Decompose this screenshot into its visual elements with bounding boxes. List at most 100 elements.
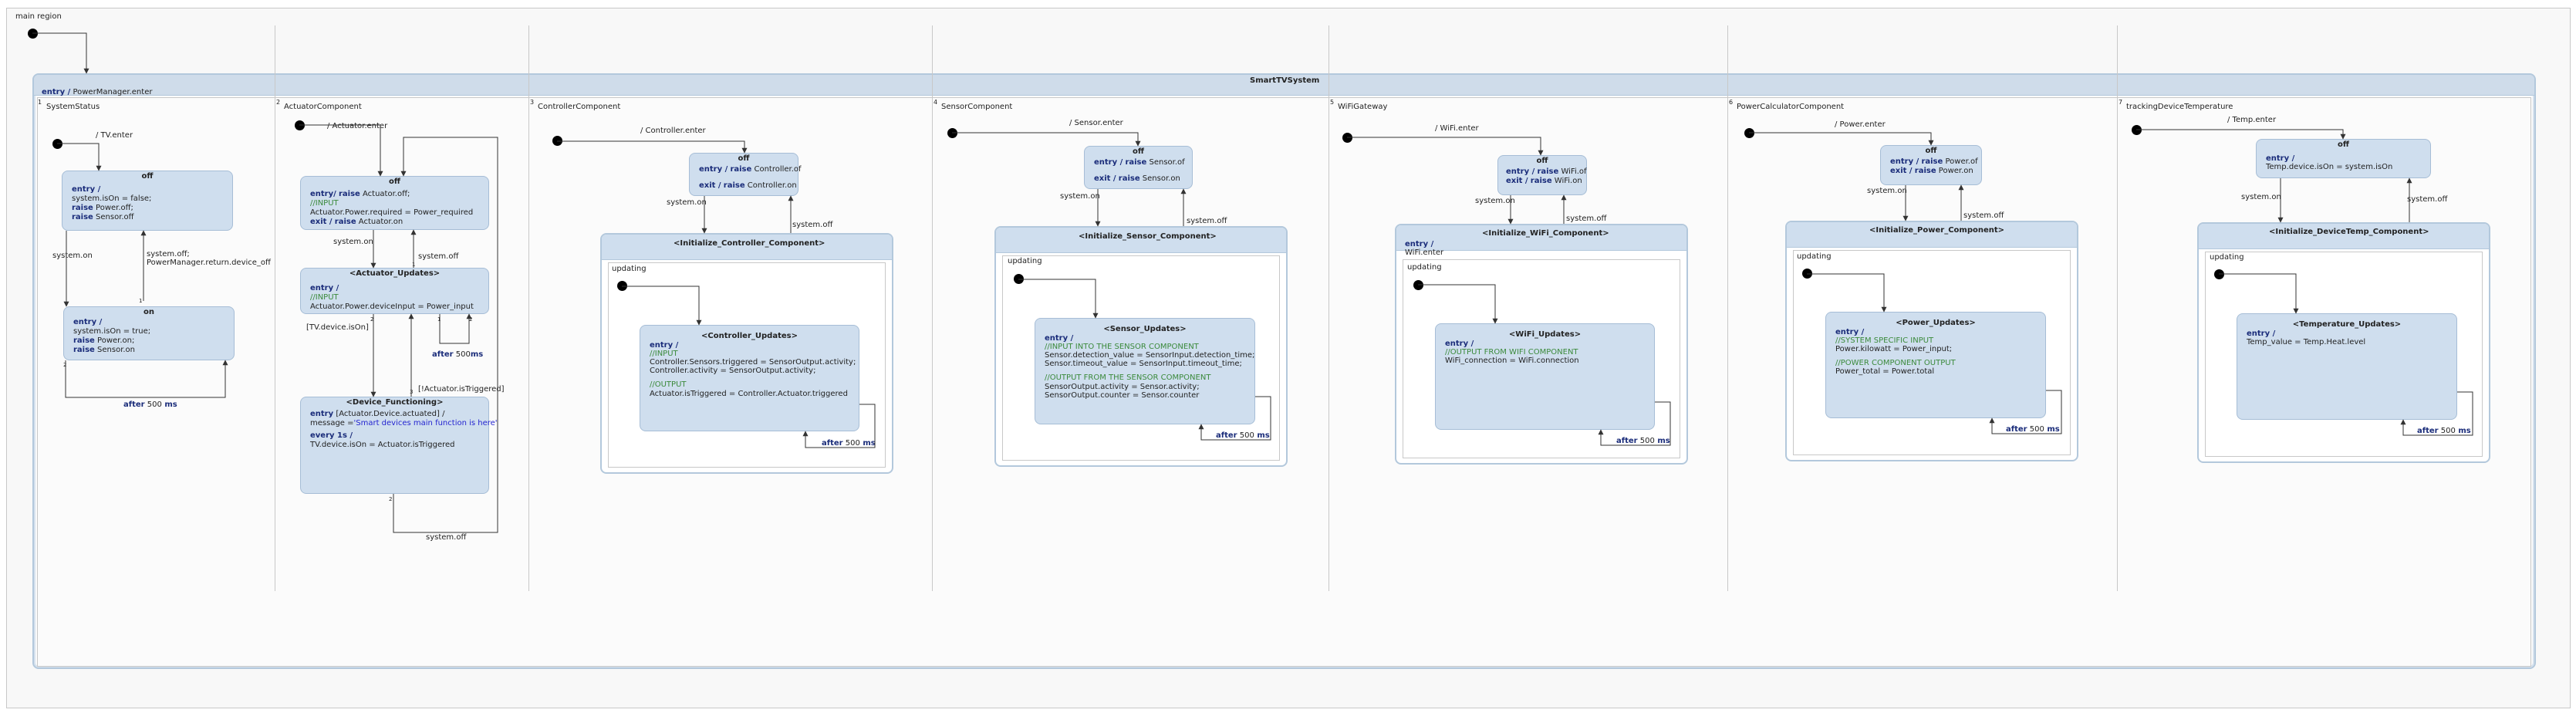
state-sensor-off[interactable]: off entry / raise Sensor.of exit / raise…	[1084, 146, 1193, 189]
edge-main-init	[32, 32, 89, 74]
state-sensor-updates[interactable]: <Sensor_Updates> entry / //INPUT INTO TH…	[1035, 318, 1255, 424]
region-name-updating: updating	[2210, 253, 2244, 262]
comment-line: //OUTPUT FROM WIFI COMPONENT	[1445, 348, 1578, 356]
exit-keyword: exit /	[699, 181, 721, 190]
transition-priority: 1	[437, 316, 441, 323]
state-title: <Temperature_Updates>	[2292, 320, 2402, 329]
state-title: <Sensor_Updates>	[1103, 325, 1187, 333]
raise-keyword: raise	[730, 165, 752, 174]
raise-keyword: raise	[72, 213, 93, 221]
composite-entry: entry /	[1405, 240, 1433, 249]
state-actuator-off[interactable]: off entry/ raise Actuator.off; //INPUT A…	[300, 176, 489, 230]
region-divider	[1727, 25, 1728, 591]
transition-label: / Controller.enter	[640, 127, 706, 135]
state-power-updates[interactable]: <Power_Updates> entry / //SYSTEM SPECIFI…	[1825, 312, 2046, 418]
after-unit: ms	[1254, 431, 1270, 440]
exit-keyword: exit /	[310, 218, 333, 226]
transition-label: / Sensor.enter	[1069, 119, 1123, 127]
transition-label: / Power.enter	[1835, 120, 1886, 129]
comment-line: //INPUT	[650, 350, 678, 358]
transition-guard: [!Actuator.isTriggered]	[418, 385, 505, 394]
after-unit: ms	[2455, 427, 2471, 435]
raise-keyword: raise	[72, 204, 93, 212]
composite-header	[602, 235, 892, 260]
transition-label: system.off	[418, 252, 459, 261]
transition-label: system.off	[1566, 215, 1607, 223]
after-keyword: after	[2417, 427, 2439, 435]
state-off[interactable]: off entry / system.isOn = false; raise P…	[62, 171, 233, 231]
action-line: Actuator.Power.deviceInput = Power_input	[310, 302, 474, 311]
after-value: 500	[2027, 425, 2044, 434]
edge-r4-init	[952, 132, 1141, 147]
after-label: after 500 ms	[2006, 425, 2060, 434]
composite-header	[1787, 222, 2077, 248]
action-line: Power.on;	[94, 336, 135, 345]
composite-title: <Initialize_WiFi_Component>	[1482, 229, 1609, 238]
edge-r6-after	[1989, 390, 2062, 434]
transition-guard: [TV.device.isOn]	[306, 323, 369, 332]
transition-priority: 2	[389, 496, 393, 502]
edge-r1-init	[57, 143, 102, 171]
action-line: Power.kilowatt = Power_input;	[1835, 345, 1953, 353]
action-line: system.isOn = false;	[72, 194, 152, 203]
state-title: <Controller_Updates>	[701, 332, 798, 340]
transition-label: / TV.enter	[96, 131, 133, 140]
after-unit: ms	[161, 400, 177, 409]
transition-label: system.on	[52, 252, 93, 260]
state-title: <Power_Updates>	[1896, 319, 1976, 327]
transition-label: system.on	[1475, 197, 1515, 205]
action-line: SensorOutput.activity = Sensor.activity;	[1045, 383, 1200, 391]
state-controller-off[interactable]: off entry / raise Controller.of exit / r…	[689, 153, 802, 196]
entry-keyword: entry /	[72, 185, 101, 194]
state-wifi-off[interactable]: off entry / raise WiFi.of exit / raise W…	[1497, 155, 1587, 195]
state-actuator-updates[interactable]: <Actuator_Updates> entry / //INPUT Actua…	[300, 268, 489, 314]
raise-keyword: raise	[1125, 158, 1147, 167]
action-line: Controller.on	[744, 181, 797, 190]
entry-keyword: entry /	[2247, 329, 2276, 338]
region-index: 5	[1330, 99, 1335, 106]
after-value: 500	[144, 400, 162, 409]
transition-priority: 2	[469, 316, 473, 323]
entry-keyword: entry /	[1045, 334, 1074, 343]
transition-label: system.on	[2241, 193, 2281, 201]
region-name-updating: updating	[1008, 257, 1042, 265]
state-on[interactable]: on entry / system.isOn = true; raise Pow…	[63, 306, 235, 360]
entry-keyword: entry /	[1506, 167, 1535, 176]
region-name-systemstatus: SystemStatus	[46, 103, 100, 111]
transition-label: PowerManager.return.device_off	[147, 259, 271, 267]
after-value: 500	[1637, 437, 1655, 445]
composite-header	[996, 228, 1286, 253]
action-line: system.isOn = true;	[73, 327, 151, 336]
state-wifi-updates[interactable]: <WiFi_Updates> entry / //OUTPUT FROM WIF…	[1435, 323, 1655, 430]
state-title: on	[143, 308, 154, 316]
state-power-off[interactable]: off entry / raise Power.of exit / raise …	[1880, 145, 1982, 185]
comment-line: //OUTPUT	[650, 380, 687, 389]
region-name-updating: updating	[1797, 252, 1832, 261]
state-temperature-updates[interactable]: <Temperature_Updates> entry / Temp_value…	[2237, 313, 2457, 420]
raise-keyword: raise	[338, 190, 360, 198]
region-index: 7	[2119, 99, 2123, 106]
edge-r3-init	[557, 140, 748, 154]
state-device-functioning[interactable]: <Device_Functioning> entry [Actuator.Dev…	[300, 397, 498, 494]
state-controller-updates[interactable]: <Controller_Updates> entry / //INPUT Con…	[640, 325, 859, 431]
main-region-label: main region	[15, 12, 62, 21]
region-divider	[528, 25, 529, 591]
raise-keyword: raise	[334, 218, 356, 226]
entry-keyword: entry /	[1890, 157, 1919, 166]
transition-label: / WiFi.enter	[1435, 124, 1479, 133]
region-name-controllercomponent: ControllerComponent	[538, 103, 621, 111]
transition-priority: 2	[370, 316, 374, 323]
composite-header	[2199, 224, 2489, 249]
edge-r2-off-bottom	[393, 137, 498, 533]
entry-keyword: entry /	[1094, 158, 1123, 167]
composite-title: <Initialize_Sensor_Component>	[1079, 232, 1217, 241]
region-name-powercalculatorcomponent: PowerCalculatorComponent	[1737, 103, 1845, 111]
raise-keyword: raise	[723, 181, 745, 190]
guard-text: [Actuator.Device.actuated] /	[333, 410, 445, 418]
after-keyword: after	[123, 400, 145, 409]
state-title: off	[1536, 157, 1548, 165]
state-title: off	[141, 172, 154, 181]
region-name-wifigateway: WiFiGateway	[1338, 103, 1388, 111]
state-title: off	[389, 177, 400, 186]
state-title: off	[1925, 147, 1937, 155]
